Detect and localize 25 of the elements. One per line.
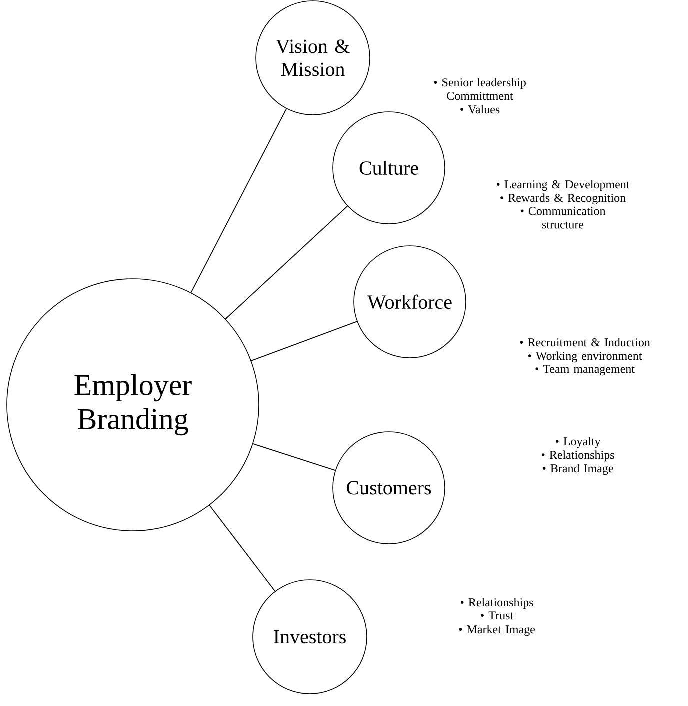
circle-node: Investors — [252, 580, 368, 694]
bullet-text: • Trust — [481, 612, 514, 620]
bullet-text: • Values — [460, 105, 500, 114]
circle-node: Culture — [332, 112, 446, 224]
bullet-text: • Team management — [536, 365, 635, 376]
circle-node: Workforce — [354, 246, 466, 358]
bullet-text: • Relationships — [460, 598, 534, 610]
bullet-text: • Learning & Development — [496, 180, 630, 192]
circle-node: Employer Branding — [6, 278, 260, 532]
bullet-text: • Relationships — [542, 450, 614, 462]
bullet-text: • Loyalty — [556, 437, 601, 448]
bullet-text: • Brand Image — [542, 464, 614, 476]
connector-line — [225, 206, 348, 320]
circle-node: Vision & Mission — [256, 0, 370, 116]
bullet-text: • Market Image — [459, 625, 535, 636]
bullet-text: • Senior leadership Committment — [434, 78, 526, 100]
bullet-text: • Recruitment & Induction — [520, 338, 650, 347]
bullet-text: • Rewards & Recognition — [500, 194, 626, 205]
bullet-text: • Communication structure — [520, 207, 606, 229]
connector-line — [190, 108, 288, 294]
bullet-text: • Working environment — [528, 352, 642, 363]
circle-node: Customers — [332, 432, 446, 544]
connector-line — [252, 444, 336, 472]
connector-line — [209, 505, 276, 592]
connector-line — [251, 321, 358, 362]
